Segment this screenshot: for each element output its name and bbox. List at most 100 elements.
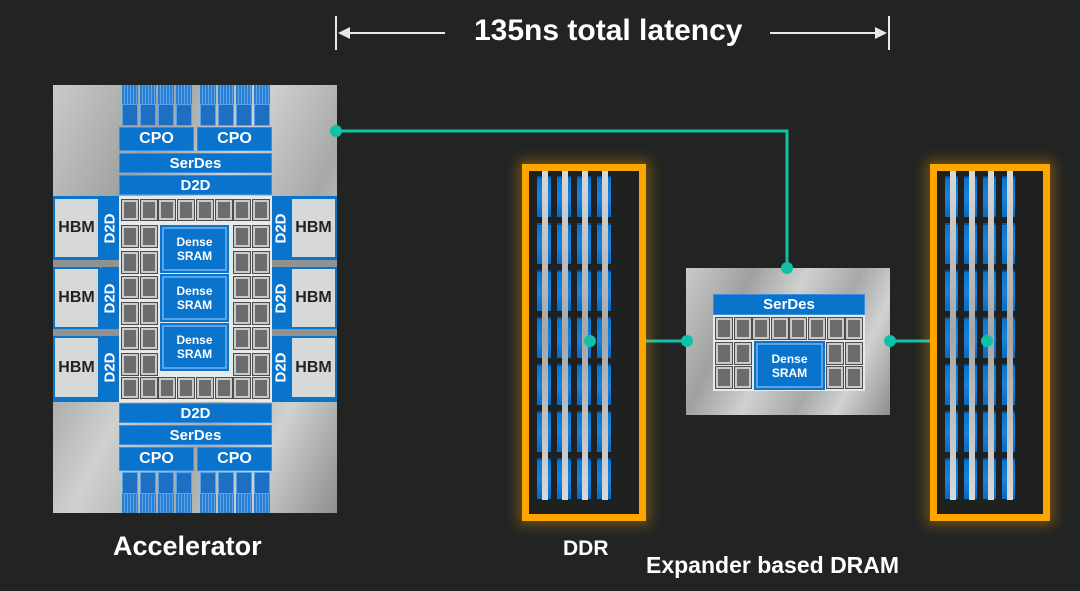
- compute-core-tile: [140, 327, 158, 350]
- ddr-module: [522, 164, 646, 521]
- compute-core-tile: [252, 327, 270, 350]
- latency-label: 135ns total latency: [474, 14, 743, 47]
- compute-core-tile: [139, 199, 158, 221]
- hbm-right-1: HBM: [290, 197, 337, 259]
- compute-core-tile: [121, 327, 139, 350]
- compute-core-tile: [252, 225, 270, 248]
- compute-core-tile: [121, 250, 139, 274]
- d2d-label: D2D: [272, 352, 290, 383]
- connector-pin: [176, 104, 192, 126]
- fiber-bundle: [176, 490, 192, 513]
- compute-core-tile: [140, 352, 158, 376]
- d2d-left-3: D2D: [101, 336, 119, 399]
- d2d-right-1: D2D: [272, 197, 290, 259]
- fiber-bundle: [236, 490, 252, 513]
- compute-core-tile: [121, 352, 139, 376]
- compute-core-tile: [845, 366, 863, 389]
- compute-core-tile: [734, 342, 752, 365]
- connector-pin: [140, 104, 156, 126]
- compute-core-tile: [121, 377, 139, 399]
- compute-core-tile: [808, 317, 826, 340]
- compute-core-tile: [140, 276, 158, 299]
- cpo-top-right: CPO: [197, 127, 272, 151]
- compute-core-tile: [139, 377, 158, 399]
- hbm-gap: [272, 329, 337, 337]
- compute-core-tile: [252, 276, 270, 299]
- d2d-label: D2D: [101, 212, 119, 244]
- compute-core-tile: [252, 352, 270, 376]
- connector-pin: [200, 104, 216, 126]
- compute-core-tile: [177, 377, 196, 399]
- expander-serdes: SerDes: [713, 294, 865, 315]
- arrow-left-icon: [338, 27, 350, 39]
- dimm-rail: [602, 171, 608, 500]
- hbm-left-1: HBM: [53, 197, 100, 259]
- ddr-label: DDR: [563, 537, 609, 560]
- connector-pin: [200, 472, 216, 494]
- d2d-right-3: D2D: [272, 336, 290, 399]
- d2d-label: D2D: [101, 352, 119, 383]
- hbm-left-3: HBM: [53, 336, 100, 399]
- compute-core-tile: [734, 366, 752, 389]
- compute-core-tile: [140, 250, 158, 274]
- compute-core-tile: [158, 377, 177, 399]
- compute-core-tile: [826, 342, 844, 365]
- compute-core-tile: [752, 317, 771, 340]
- cpo-bottom-left: CPO: [119, 447, 194, 471]
- connector-pin: [176, 472, 192, 494]
- compute-core-tile: [121, 301, 139, 325]
- compute-core-tile: [770, 317, 789, 340]
- sram-label-line1: Dense: [176, 284, 213, 298]
- connector-pin: [236, 472, 252, 494]
- compute-core-tile: [214, 377, 233, 399]
- compute-core-tile: [251, 199, 270, 221]
- fiber-bundle: [122, 490, 138, 513]
- d2d-top: D2D: [119, 175, 272, 195]
- compute-core-tile: [715, 342, 733, 365]
- compute-core-tile: [252, 301, 270, 325]
- compute-core-tile: [158, 199, 177, 221]
- compute-core-tile: [715, 366, 733, 389]
- compute-core-tile: [826, 366, 844, 389]
- accelerator-to-expander-link: [336, 129, 789, 268]
- hbm-gap: [272, 260, 337, 268]
- latency-dimension-line: [335, 16, 890, 50]
- compute-core-tile: [233, 377, 252, 399]
- fiber-bundle: [158, 490, 174, 513]
- connector-pin: [254, 472, 270, 494]
- sram-label-line2: SRAM: [176, 347, 213, 361]
- serdes-bottom: SerDes: [119, 425, 272, 445]
- compute-core-tile: [252, 250, 270, 274]
- d2d-label: D2D: [272, 212, 290, 244]
- fiber-bundle: [200, 490, 216, 513]
- cpo-bottom-right: CPO: [197, 447, 272, 471]
- connector-pin: [158, 472, 174, 494]
- compute-core-tile: [715, 317, 733, 340]
- connector-pin: [158, 104, 174, 126]
- dimm-rail: [968, 171, 975, 500]
- compute-core-tile: [177, 199, 196, 221]
- connector-pin: [122, 472, 138, 494]
- sram-label-line2: SRAM: [771, 365, 808, 380]
- compute-core-tile: [140, 225, 158, 248]
- connector-pin: [254, 104, 270, 126]
- bottom-optical-fibers: [122, 472, 272, 513]
- d2d-label: D2D: [101, 282, 119, 314]
- hbm-left-2: HBM: [53, 267, 100, 329]
- compute-core-tile: [233, 327, 251, 350]
- sram-label-line2: SRAM: [176, 249, 213, 263]
- d2d-left-1: D2D: [101, 197, 119, 259]
- expander-dram-label: Expander based DRAM: [646, 552, 900, 578]
- serdes-top: SerDes: [119, 153, 272, 173]
- dimm-rail: [1006, 171, 1013, 500]
- compute-core-tile: [121, 199, 139, 221]
- compute-core-tile: [214, 199, 233, 221]
- sram-label-line1: Dense: [176, 333, 213, 347]
- dimm-rail: [542, 171, 548, 500]
- hbm-right-2: HBM: [290, 267, 337, 329]
- hbm-gap: [53, 260, 119, 268]
